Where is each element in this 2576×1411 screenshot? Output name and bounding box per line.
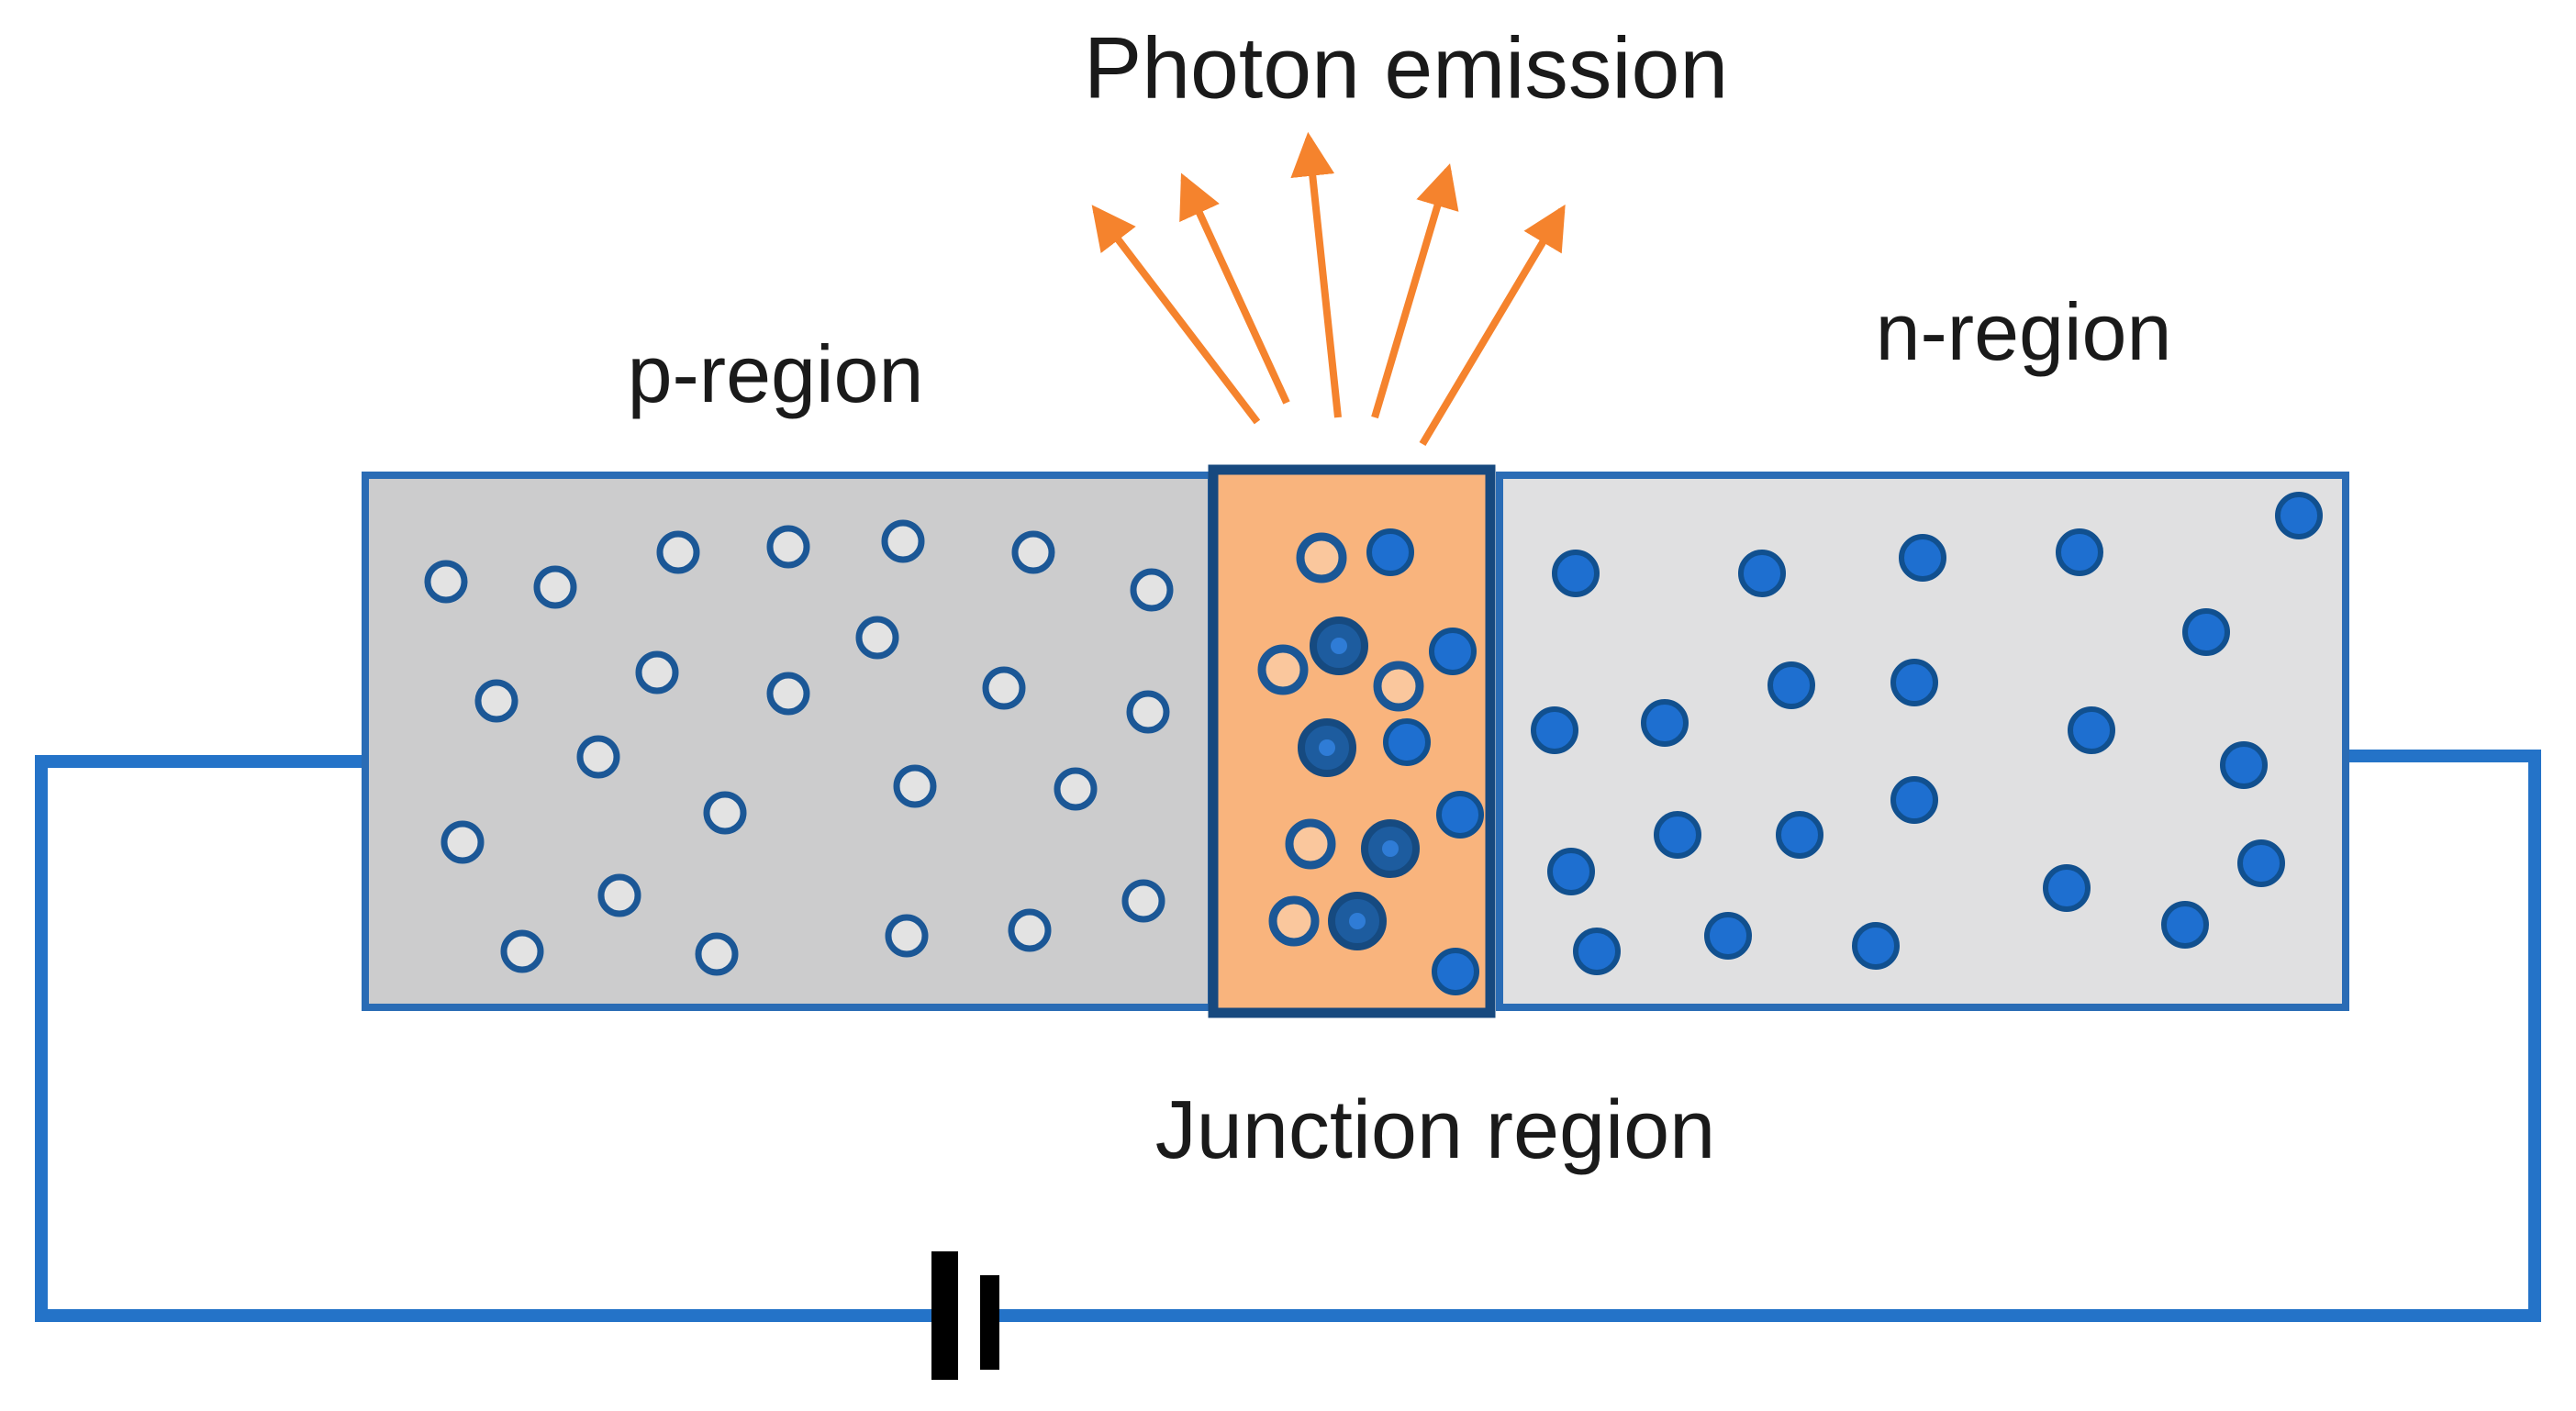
electron-particle: [1738, 550, 1786, 597]
hole-particle: [1054, 767, 1098, 811]
hole-particle: [766, 525, 810, 569]
electron-particle: [1641, 699, 1689, 747]
hole-particle: [885, 914, 929, 958]
electron-particle: [2068, 706, 2115, 754]
junction-electron-particle: [1429, 628, 1477, 675]
hole-particle: [695, 932, 739, 976]
electron-particle: [2043, 864, 2091, 912]
electron-particle: [2220, 741, 2268, 789]
hole-particle: [656, 530, 700, 574]
hole-particle: [1121, 879, 1165, 923]
junction-hole-particle: [1268, 895, 1320, 947]
battery-short-bar: [980, 1275, 999, 1370]
hole-particle: [1011, 530, 1055, 574]
photon-arrow: [1290, 131, 1342, 418]
recombination-core: [1319, 739, 1335, 756]
junction-hole-particle: [1373, 661, 1424, 712]
electron-particle: [2275, 492, 2323, 539]
hole-particle: [635, 650, 679, 694]
junction-electron-particle: [1366, 528, 1414, 576]
electron-particle: [1552, 550, 1600, 597]
p-region-label: p-region: [627, 328, 924, 419]
hole-particle: [1126, 690, 1170, 734]
electron-particle: [1531, 706, 1578, 754]
electron-particle: [1704, 912, 1752, 960]
hole-particle: [881, 519, 925, 563]
electron-particle: [1852, 922, 1900, 970]
junction-hole-particle: [1257, 644, 1309, 695]
hole-particle: [440, 820, 485, 864]
electron-particle: [2056, 528, 2103, 576]
electron-particle: [1776, 811, 1823, 859]
electron-particle: [1654, 811, 1701, 859]
hole-particle: [597, 873, 641, 917]
junction-electron-particle: [1436, 791, 1484, 839]
photon-arrow: [1091, 205, 1261, 425]
junction-electron-particle: [1383, 718, 1431, 766]
junction-region-label: Junction region: [1154, 1084, 1716, 1176]
n-region-label: n-region: [1875, 286, 2172, 377]
photon-emission-label: Photon emission: [1083, 19, 1729, 117]
electron-particle: [1899, 534, 1946, 582]
electron-particle: [1890, 659, 1938, 706]
junction-electron-particle: [1432, 948, 1479, 995]
electron-particle: [2237, 839, 2285, 887]
battery-long-bar: [931, 1251, 958, 1380]
hole-particle: [855, 616, 899, 660]
junction-hole-particle: [1285, 818, 1336, 870]
recombination-core: [1349, 913, 1366, 929]
hole-particle: [982, 666, 1026, 710]
hole-particle: [424, 560, 468, 604]
recombination-core: [1382, 840, 1399, 857]
electron-particle: [1768, 661, 1815, 709]
hole-particle: [576, 735, 620, 779]
photon-arrow: [1419, 204, 1566, 447]
photon-arrow: [1179, 172, 1290, 405]
hole-particle: [1008, 908, 1052, 952]
electron-particle: [1890, 776, 1938, 824]
electron-particle: [2161, 901, 2209, 949]
hole-particle: [474, 679, 519, 723]
hole-particle: [893, 764, 937, 808]
circuit-wire-left: [35, 755, 931, 1322]
photon-arrow: [1371, 163, 1459, 419]
hole-particle: [703, 791, 747, 835]
junction-hole-particle: [1296, 532, 1347, 583]
electron-particle: [1573, 928, 1621, 975]
recombination-core: [1331, 638, 1347, 654]
hole-particle: [500, 929, 544, 973]
circuit-wire-right: [999, 750, 2541, 1322]
hole-particle: [1130, 568, 1174, 612]
electron-particle: [1547, 848, 1595, 895]
hole-particle: [533, 565, 577, 609]
hole-particle: [766, 672, 810, 716]
electron-particle: [2182, 608, 2230, 656]
